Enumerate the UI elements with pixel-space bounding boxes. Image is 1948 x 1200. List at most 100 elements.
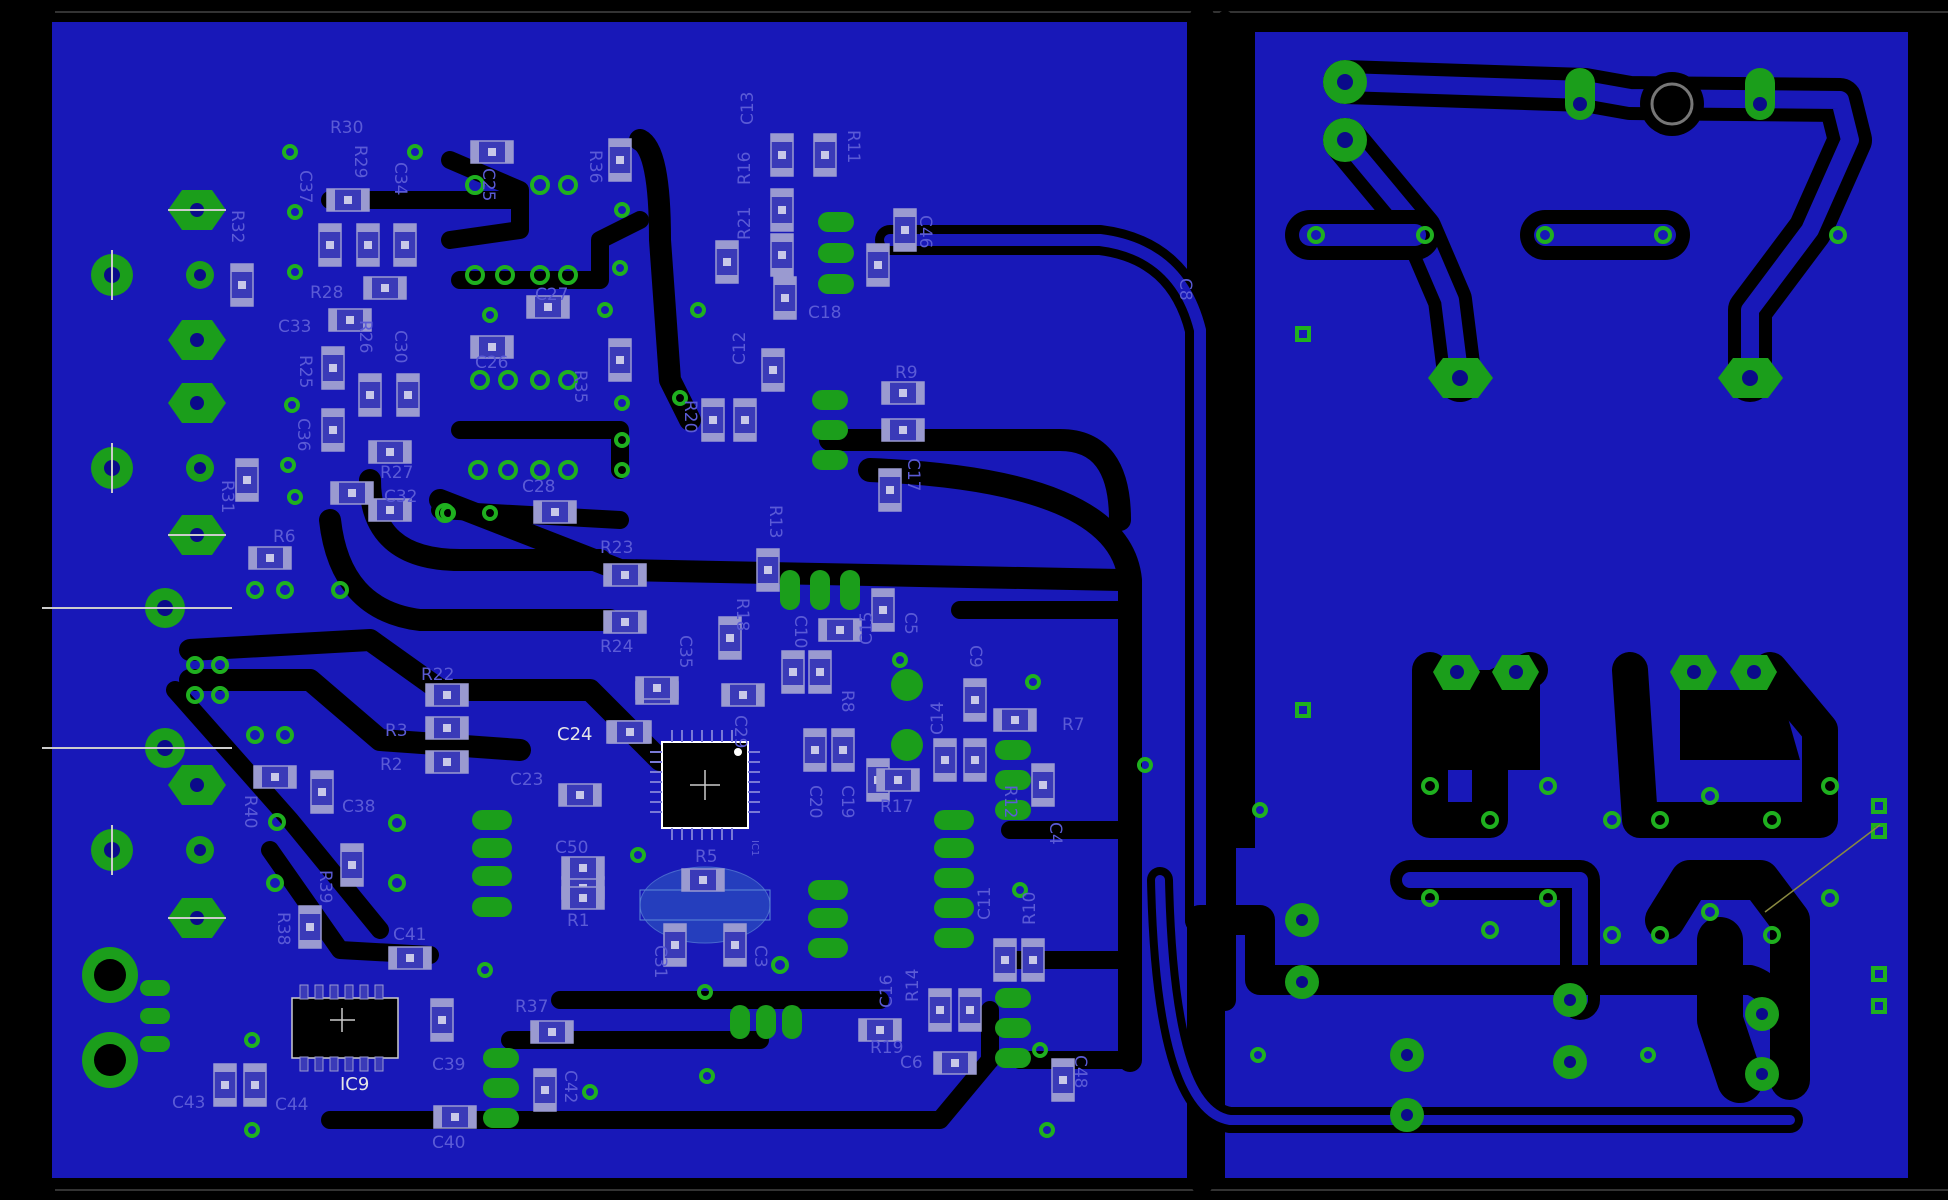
smd-component bbox=[770, 133, 794, 177]
label-C25: C25 bbox=[478, 168, 498, 202]
smd-component bbox=[813, 133, 837, 177]
label-C23: C23 bbox=[510, 770, 544, 790]
label-R2: R2 bbox=[380, 755, 403, 775]
label-R11: R11 bbox=[843, 130, 863, 163]
label-R28: R28 bbox=[310, 283, 343, 303]
label-C4: C4 bbox=[1045, 822, 1065, 845]
label-R10: R10 bbox=[1020, 892, 1040, 925]
smd-component bbox=[993, 938, 1017, 982]
conn-pad-7 bbox=[186, 454, 214, 482]
conn-pad-11 bbox=[168, 765, 226, 805]
conn-pad-13 bbox=[186, 836, 214, 864]
smd-component bbox=[1021, 938, 1045, 982]
smd-component bbox=[608, 338, 632, 382]
label-R12: R12 bbox=[1000, 785, 1020, 818]
pad-lower-4 bbox=[1745, 1057, 1779, 1091]
conn-pad-10 bbox=[42, 728, 232, 768]
smd-component bbox=[425, 716, 469, 740]
label-R9: R9 bbox=[895, 363, 918, 383]
label-IC1: IC1 bbox=[749, 840, 760, 856]
smd-component bbox=[701, 398, 725, 442]
smd-component bbox=[803, 728, 827, 772]
label-C50: C50 bbox=[555, 838, 589, 858]
label-R23: R23 bbox=[600, 538, 633, 558]
label-R19: R19 bbox=[870, 1038, 903, 1058]
smd-component bbox=[958, 988, 982, 1032]
label-C33: C33 bbox=[278, 317, 312, 337]
smd-component bbox=[871, 588, 895, 632]
conn-pad-4 bbox=[168, 320, 226, 360]
smd-component bbox=[396, 373, 420, 417]
smd-component bbox=[533, 500, 577, 524]
label-C30: C30 bbox=[390, 330, 410, 364]
smd-component bbox=[881, 381, 925, 405]
label-C42: C42 bbox=[560, 1070, 580, 1104]
smd-component bbox=[933, 738, 957, 782]
label-C38: C38 bbox=[342, 797, 376, 817]
pad-bottom-1 bbox=[1433, 655, 1480, 690]
label-C31: C31 bbox=[650, 945, 670, 979]
label-C27: C27 bbox=[535, 285, 569, 305]
label-R16: R16 bbox=[735, 152, 755, 185]
label-C26: C26 bbox=[475, 353, 509, 373]
silkscreen-labels: R30 C37 R29 C34 C25 R36 R32 R28 C27 C33 … bbox=[172, 91, 1195, 1153]
pad-mid-right bbox=[1718, 358, 1783, 398]
smd-component bbox=[770, 188, 794, 232]
smd-component bbox=[248, 546, 292, 570]
label-C15: C15 bbox=[857, 611, 877, 645]
smd-component bbox=[756, 548, 780, 592]
ic9-chip bbox=[291, 984, 399, 1072]
ic1-chip bbox=[650, 730, 760, 840]
smd-component bbox=[328, 308, 372, 332]
smd-component bbox=[558, 783, 602, 807]
conn-pad-2 bbox=[91, 250, 133, 300]
label-C36: C36 bbox=[293, 418, 313, 452]
label-R30: R30 bbox=[330, 118, 363, 138]
pad-lower-8 bbox=[1390, 1098, 1424, 1132]
label-R35: R35 bbox=[570, 370, 590, 403]
smd-component bbox=[230, 263, 254, 307]
label-R13: R13 bbox=[765, 505, 785, 538]
smd-component bbox=[663, 923, 687, 967]
smd-component bbox=[603, 563, 647, 587]
smd-component bbox=[1051, 1058, 1075, 1102]
conn-pad-15 bbox=[82, 947, 138, 1003]
label-C29: C29 bbox=[730, 715, 750, 749]
smd-component bbox=[858, 1018, 902, 1042]
label-C43: C43 bbox=[172, 1093, 206, 1113]
smd-component bbox=[526, 295, 570, 319]
label-R14: R14 bbox=[903, 969, 923, 1002]
label-R5: R5 bbox=[695, 847, 718, 867]
smd-component bbox=[530, 1020, 574, 1044]
smd-component bbox=[470, 140, 514, 164]
conn-pad-14 bbox=[168, 898, 226, 938]
label-R24: R24 bbox=[600, 637, 633, 657]
smd-component bbox=[866, 243, 890, 287]
smd-component bbox=[388, 946, 432, 970]
label-C12: C12 bbox=[730, 331, 750, 365]
conn-pad-8 bbox=[168, 515, 226, 555]
label-R21: R21 bbox=[735, 207, 755, 240]
label-R31: R31 bbox=[217, 480, 237, 513]
smd-component bbox=[340, 843, 364, 887]
smd-component bbox=[715, 240, 739, 284]
smd-component bbox=[723, 923, 747, 967]
smd-component bbox=[326, 188, 370, 212]
smd-component bbox=[1031, 763, 1055, 807]
smd-component bbox=[773, 276, 797, 320]
label-C44: C44 bbox=[275, 1095, 309, 1115]
smd-component bbox=[235, 458, 259, 502]
label-R20: R20 bbox=[680, 400, 700, 433]
conn-pad-12 bbox=[91, 825, 133, 875]
smd-component bbox=[721, 683, 765, 707]
pad-top-mid bbox=[1565, 68, 1595, 120]
label-R39: R39 bbox=[315, 870, 335, 903]
pad-top-right bbox=[1745, 68, 1775, 120]
pad-lower-2 bbox=[1553, 1045, 1587, 1079]
smd-component bbox=[321, 408, 345, 452]
label-C9: C9 bbox=[965, 645, 985, 668]
conn-pad-6 bbox=[91, 443, 133, 493]
label-R38: R38 bbox=[273, 912, 293, 945]
mounting-hole bbox=[1640, 72, 1704, 136]
